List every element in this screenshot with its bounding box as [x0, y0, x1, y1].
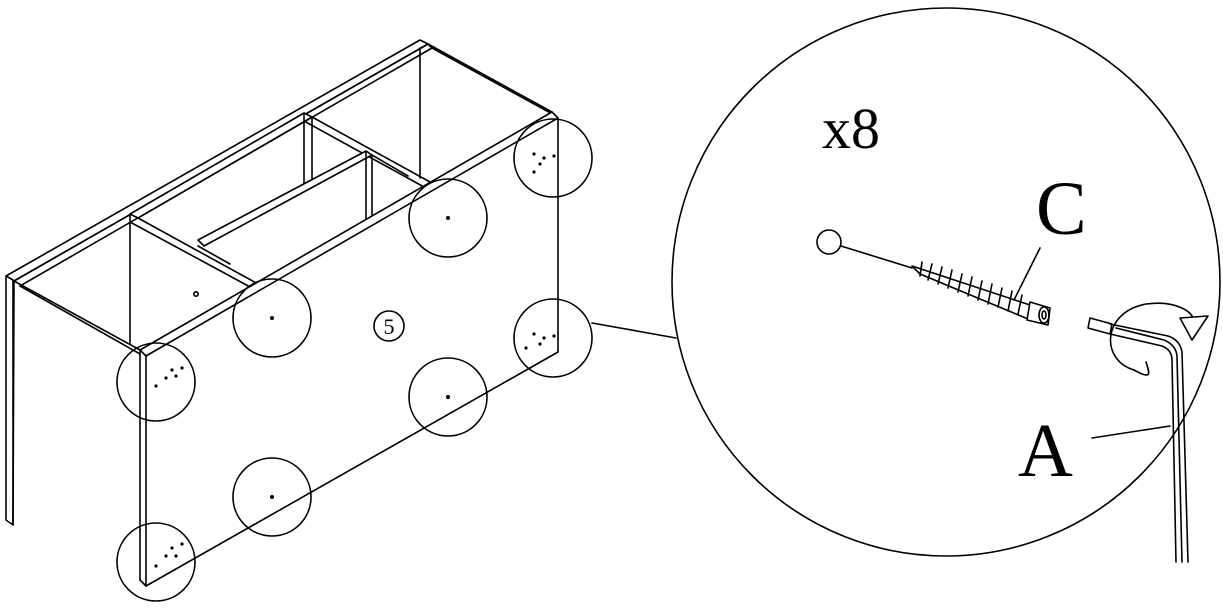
tool-label: A: [1018, 409, 1073, 493]
screw-c: [911, 261, 1051, 326]
allen-key-a: [1087, 302, 1209, 563]
rotation-arrow: [1109, 302, 1195, 371]
hole-dots: [154, 152, 556, 568]
panel-number: 5: [384, 314, 395, 339]
panel-number-circle: [373, 310, 405, 342]
screw-hole: [816, 229, 842, 255]
cabinet-front-panel: [139, 111, 559, 357]
cabinet-top-rim-outer: [5, 39, 429, 282]
cabinet: [5, 39, 559, 587]
detail-view: x8 C A: [671, 7, 1221, 563]
screw-label: C: [1036, 167, 1087, 251]
connector-markers: [116, 118, 593, 602]
quantity-label: x8: [822, 96, 880, 161]
detail-circle: [671, 7, 1221, 557]
detail-leader-line: [591, 322, 677, 339]
cabinet-left-panel: [5, 275, 14, 526]
